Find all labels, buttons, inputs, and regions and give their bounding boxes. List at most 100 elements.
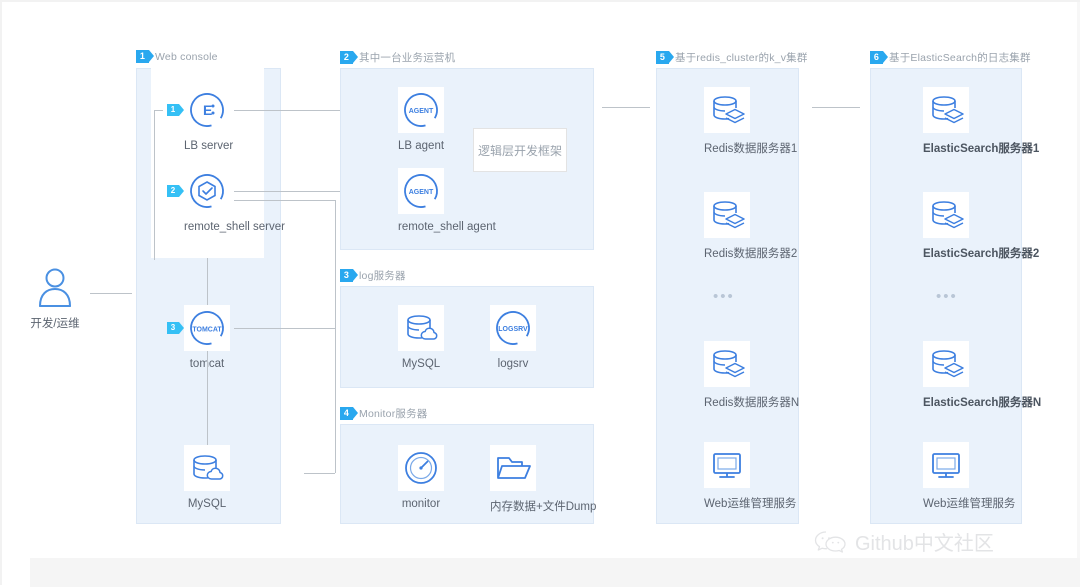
group-badge-4: 4 [340,407,358,420]
connector-tomcat-to-mysql [207,351,208,445]
group-panel-3 [340,286,594,388]
agent-icon: AGENT [398,87,444,133]
node-redis-2-label: Redis数据服务器2 [704,245,797,261]
group-label-6: 6 基于ElasticSearch的日志集群 [870,50,1031,65]
redis-ellipsis: ••• [713,288,735,305]
node-lb-agent-label: LB agent [398,140,445,152]
lb-server-icon: E [184,87,230,133]
group-title-5: 基于redis_cluster的k_v集群 [675,52,808,64]
node-es-2-label: ElasticSearch服务器2 [923,245,1039,261]
database-stack-icon [923,87,969,133]
group-title-6: 基于ElasticSearch的日志集群 [889,52,1031,64]
connector-shellbox-to-tomcat [207,258,208,305]
node-es-2[interactable]: ElasticSearch服务器2 [923,192,1039,261]
node-monitor-label: monitor [401,498,441,510]
group-badge-6: 6 [870,51,888,64]
connector-tomcat-to-rail [234,328,335,329]
node-logsrv[interactable]: LOGSRV logsrv [490,305,536,370]
connector-actor-to-console [90,293,132,294]
node-redis-web-admin[interactable]: Web运维管理服务 [704,442,796,511]
node-es-web-admin[interactable]: Web运维管理服务 [923,442,1015,511]
folder-icon [490,445,536,491]
group-label-1: 1 Web console [136,50,218,63]
connector-shell-server-to-shell-agent [234,191,398,192]
monitor-screen-icon [923,442,969,488]
step-badge-1: 1 [167,104,184,116]
watermark-text: Github中文社区 [855,533,994,555]
group-title-1: Web console [155,50,218,63]
node-es-1-label: ElasticSearch服务器1 [923,140,1039,156]
group-panel-4 [340,424,594,524]
connector-console-spine [154,110,155,260]
node-tomcat-label: tomcat [184,358,230,370]
logic-framework-box: 逻辑层开发框架 [473,128,567,172]
svg-text:AGENT: AGENT [409,108,434,115]
svg-text:LOGSRV: LOGSRV [498,326,528,333]
group-badge-2: 2 [340,51,358,64]
group-title-2: 其中一台业务运营机 [359,52,456,64]
actor-developer-ops[interactable]: 开发/运维 [24,264,86,331]
group-badge-1: 1 [136,50,154,63]
group-label-3: 3 log服务器 [340,268,406,283]
node-monitor[interactable]: monitor [398,445,444,510]
svg-text:E: E [203,102,212,118]
step-badge-2: 2 [167,185,184,197]
node-redis-web-admin-label: Web运维管理服务 [704,495,796,511]
mysql-icon [398,305,444,351]
node-memory-dump-label: 内存数据+文件Dump [490,498,596,514]
remote-shell-server-icon [184,168,230,214]
bottom-edge-strip [30,558,1080,587]
node-tomcat[interactable]: TOMCAT tomcat [184,305,230,370]
monitor-screen-icon [704,442,750,488]
logsrv-icon: LOGSRV [490,305,536,351]
database-stack-icon [704,192,750,238]
connector-shell-to-monitor-v [335,200,336,473]
node-redis-n-label: Redis数据服务器N [704,394,799,410]
node-es-n-label: ElasticSearch服务器N [923,394,1041,410]
connector-group2-to-redis [602,107,650,108]
connector-rail-to-monitor [304,473,335,474]
group-title-4: Monitor服务器 [359,408,428,420]
node-redis-n[interactable]: Redis数据服务器N [704,341,799,410]
watermark: Github中文社区 [814,527,994,556]
es-ellipsis: ••• [936,288,958,305]
node-redis-2[interactable]: Redis数据服务器2 [704,192,797,261]
node-memory-dump[interactable]: 内存数据+文件Dump [490,445,596,514]
connector-redis-to-elasticsearch [812,107,860,108]
connector-spine-stub [154,110,163,111]
group-title-3: log服务器 [359,270,406,282]
database-stack-icon [704,87,750,133]
node-redis-1[interactable]: Redis数据服务器1 [704,87,797,156]
agent-icon: AGENT [398,168,444,214]
group-badge-3: 3 [340,269,358,282]
node-remote-shell-server-label: remote_shell server [184,221,285,233]
svg-text:AGENT: AGENT [409,189,434,196]
actor-label: 开发/运维 [30,318,80,330]
node-lb-server-label: LB server [184,140,234,152]
node-mysql-log[interactable]: MySQL [398,305,444,370]
group-badge-5: 5 [656,51,674,64]
svg-text:TOMCAT: TOMCAT [192,327,222,334]
database-stack-icon [923,341,969,387]
node-es-web-admin-label: Web运维管理服务 [923,495,1015,511]
wechat-icon [814,530,848,554]
node-lb-server[interactable]: E LB server [184,87,234,152]
right-edge-strip [1077,2,1080,587]
node-es-1[interactable]: ElasticSearch服务器1 [923,87,1039,156]
database-stack-icon [704,341,750,387]
node-redis-1-label: Redis数据服务器1 [704,140,797,156]
node-mysql-console[interactable]: MySQL [184,445,230,510]
node-remote-shell-server[interactable]: remote_shell server [184,168,285,233]
node-es-n[interactable]: ElasticSearch服务器N [923,341,1041,410]
group-label-2: 2 其中一台业务运营机 [340,50,455,65]
node-remote-shell-agent-label: remote_shell agent [398,221,496,233]
mysql-icon [184,445,230,491]
gauge-icon [398,445,444,491]
node-remote-shell-agent[interactable]: AGENT remote_shell agent [398,168,496,233]
node-lb-agent[interactable]: AGENT LB agent [398,87,444,152]
connector-shell-to-monitor-h1 [234,200,335,201]
connector-lb-server-to-lb-agent [234,110,398,111]
database-stack-icon [923,192,969,238]
node-mysql-log-label: MySQL [401,358,441,370]
